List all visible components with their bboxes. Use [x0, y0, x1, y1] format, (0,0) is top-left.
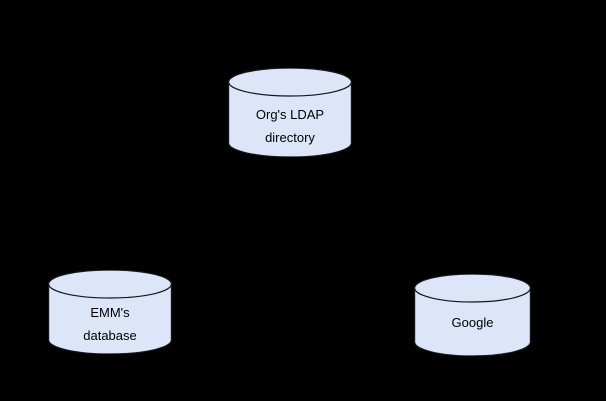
node-google[interactable]: Google — [414, 274, 531, 356]
database-cylinder-icon — [48, 270, 172, 354]
database-cylinder-icon — [228, 68, 352, 157]
database-cylinder-icon — [414, 274, 531, 356]
